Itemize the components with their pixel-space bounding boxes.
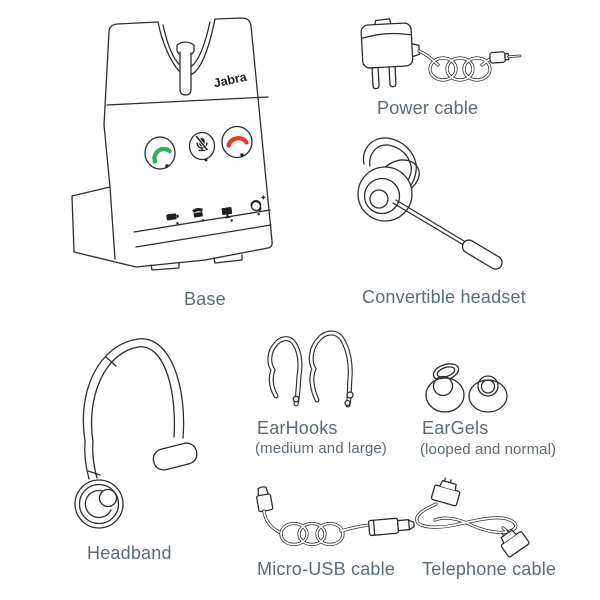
convertible-headset-figure (350, 128, 530, 278)
base-illustration: Jabra (71, 17, 273, 271)
telephone-cable-illustration (415, 477, 530, 558)
earhooks-figure (248, 326, 373, 421)
micro-usb-cable-illustration (256, 486, 415, 547)
earhooks-label: EarHooks (257, 418, 338, 438)
micro-usb-connector-icon (256, 486, 274, 513)
answer-call-button-icon (144, 136, 176, 170)
eargels-figure (413, 356, 528, 426)
mute-microphone-button-icon (188, 131, 216, 162)
power-cable-label: Power cable (377, 98, 479, 118)
eargels-label: EarGels (422, 418, 489, 438)
jabra-logo: Jabra (212, 70, 249, 91)
computer-indicator-icon (221, 206, 233, 222)
micro-usb-cable-label: Micro-USB cable (257, 559, 396, 579)
rj9-connector-icon (500, 529, 530, 558)
power-cable-illustration (360, 18, 522, 90)
earhooks-sublabel: (medium and large) (255, 440, 387, 457)
eargels-illustration (425, 363, 508, 413)
eargels-sublabel: (looped and normal) (420, 441, 557, 458)
convertible-headset-illustration (357, 137, 503, 270)
usb-a-connector-icon (367, 517, 415, 537)
end-call-button-icon (221, 125, 253, 159)
headband-label: Headband (87, 543, 172, 563)
power-plug-icon (489, 51, 522, 64)
base-figure: Jabra (55, 5, 295, 305)
base-label: Base (184, 289, 226, 309)
headset-pairing-indicator-icon (250, 195, 266, 216)
telephone-cable-figure (403, 477, 583, 563)
headband-illustration (74, 338, 198, 529)
telephone-cable-label: Telephone cable (422, 559, 557, 579)
headband-figure (58, 328, 223, 558)
earhooks-illustration (267, 330, 354, 408)
rj9-connector-icon (430, 477, 461, 507)
convertible-headset-label: Convertible headset (362, 287, 526, 307)
power-cable-figure (350, 15, 590, 115)
desk-phone-indicator-icon (192, 207, 205, 222)
battery-indicator-icon (166, 213, 179, 225)
micro-usb-cable-figure (243, 483, 415, 558)
